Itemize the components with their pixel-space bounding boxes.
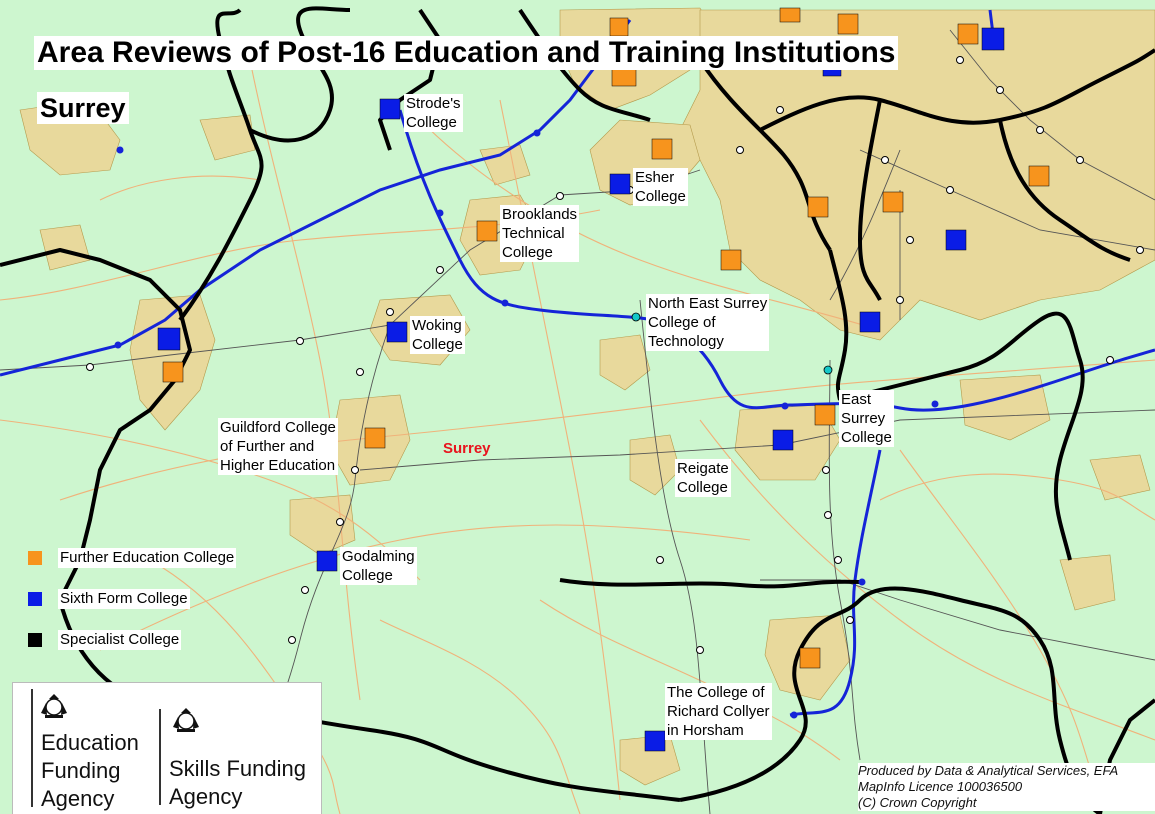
efa-logo-bar bbox=[31, 689, 33, 807]
royal-crest-icon bbox=[41, 694, 67, 718]
legend-swatch-orange bbox=[28, 551, 42, 565]
credit-line: Produced by Data & Analytical Services, … bbox=[858, 763, 1119, 778]
map-title: Area Reviews of Post-16 Education and Tr… bbox=[34, 36, 899, 70]
college-label-brooklands[interactable]: Brooklands Technical College bbox=[500, 205, 580, 262]
college-label-esher[interactable]: Esher College bbox=[633, 168, 688, 206]
college-label-godalming[interactable]: Godalming College bbox=[340, 547, 417, 585]
county-label: Surrey bbox=[443, 440, 491, 457]
legend-label: Specialist College bbox=[58, 630, 182, 650]
river-locks bbox=[631, 312, 833, 375]
college-label-strodes[interactable]: Strode's College bbox=[404, 94, 463, 132]
college-label-woking[interactable]: Woking College bbox=[410, 316, 465, 354]
credit-line: MapInfo Licence 100036500 bbox=[858, 779, 1023, 794]
college-label-east-surrey[interactable]: East Surrey College bbox=[839, 390, 894, 447]
college-label-guildford[interactable]: Guildford College of Further and Higher … bbox=[218, 418, 338, 475]
sfa-logo-text-1: Skills Funding bbox=[169, 756, 306, 781]
rivers bbox=[0, 9, 1155, 717]
legend-label: Further Education College bbox=[58, 548, 237, 568]
credit-line: (C) Crown Copyright bbox=[858, 795, 977, 810]
map-credits: Produced by Data & Analytical Services, … bbox=[858, 763, 1155, 811]
legend-swatch-black bbox=[28, 633, 42, 647]
labelled-college-markers bbox=[316, 98, 836, 752]
map-subtitle: Surrey bbox=[37, 92, 129, 124]
legend-label: Sixth Form College bbox=[58, 589, 190, 609]
college-label-collyers[interactable]: The College of Richard Collyer in Horsha… bbox=[665, 683, 772, 740]
other-college-markers bbox=[157, 7, 1050, 669]
sfa-logo-text-2: Agency bbox=[169, 784, 243, 809]
efa-logo-text-1: Education bbox=[41, 730, 139, 755]
river-nodes bbox=[114, 129, 939, 719]
legend-swatch-blue bbox=[28, 592, 42, 606]
efa-logo-text-3: Agency bbox=[41, 786, 115, 811]
college-label-nescot[interactable]: North East Surrey College of Technology bbox=[646, 294, 770, 351]
urban-areas bbox=[19, 7, 1155, 786]
sfa-logo-bar bbox=[159, 709, 161, 805]
college-label-reigate[interactable]: Reigate College bbox=[675, 459, 731, 497]
royal-crest-icon bbox=[173, 708, 199, 732]
efa-logo-text-2: Funding bbox=[41, 758, 121, 783]
agency-logos: Education Funding Agency Skills Funding … bbox=[12, 682, 322, 814]
